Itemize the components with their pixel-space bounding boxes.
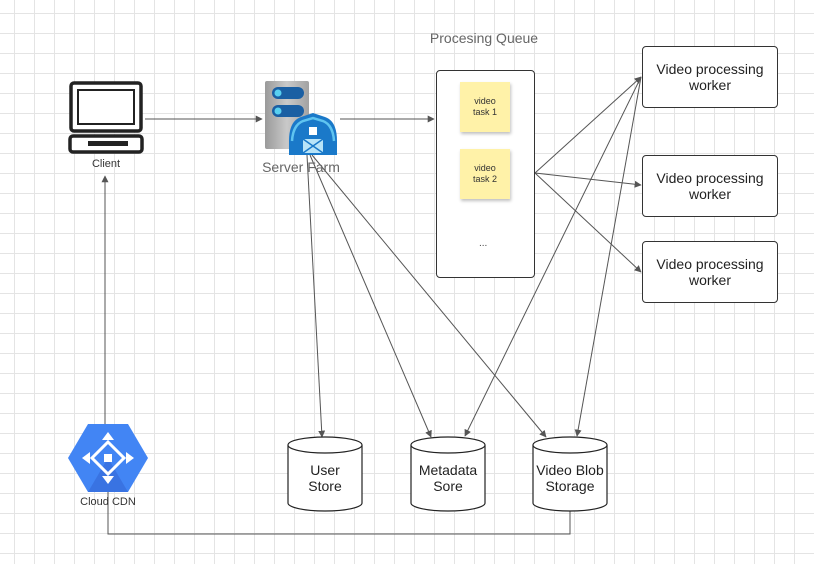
metadata-store-cylinder[interactable] <box>410 436 486 512</box>
server-farm-icon <box>265 81 337 155</box>
video-task-2-label: video task 2 <box>472 163 497 184</box>
cloud-cdn-label: Cloud CDN <box>80 496 136 508</box>
server-farm-label: Server Farm <box>262 159 340 175</box>
edge-server-metadata <box>309 154 432 438</box>
video-worker-3-label: Video processing worker <box>656 256 764 288</box>
metadata-store-label: Metadata Sore <box>418 462 478 494</box>
user-store-cylinder[interactable] <box>287 436 363 512</box>
server-farm-node[interactable] <box>263 81 341 156</box>
cloud-cdn-node[interactable] <box>68 422 148 494</box>
client-node[interactable] <box>68 80 146 156</box>
edge-queue-worker2 <box>534 172 642 188</box>
edge-server-blob <box>311 154 547 438</box>
edge-worker1-blob <box>574 76 642 437</box>
video-worker-2[interactable]: Video processing worker <box>642 155 778 217</box>
edge-blob-cdn-client <box>107 478 571 535</box>
video-worker-2-label: Video processing worker <box>656 170 764 202</box>
video-task-1-label: video task 1 <box>472 96 497 117</box>
user-store-label: User Store <box>308 462 342 494</box>
video-blob-cylinder[interactable] <box>532 436 608 512</box>
client-label: Client <box>91 158 121 170</box>
edge-server-user <box>306 154 326 438</box>
edge-worker1-metadata <box>464 76 642 437</box>
edge-queue-worker3 <box>534 172 642 273</box>
video-worker-3[interactable]: Video processing worker <box>642 241 778 303</box>
edge-queue-worker1 <box>534 76 642 174</box>
video-blob-label: Video Blob Storage <box>536 462 604 494</box>
video-worker-1-label: Video processing worker <box>656 61 764 93</box>
video-worker-1[interactable]: Video processing worker <box>642 46 778 108</box>
video-task-1-note[interactable]: video task 1 <box>460 82 510 132</box>
cloud-cdn-hexagon-icon <box>68 424 148 492</box>
queue-title: Procesing Queue <box>429 30 539 46</box>
queue-more-indicator: ... <box>479 238 488 249</box>
computer-monitor-icon <box>68 81 144 154</box>
video-task-2-note[interactable]: video task 2 <box>460 149 510 199</box>
